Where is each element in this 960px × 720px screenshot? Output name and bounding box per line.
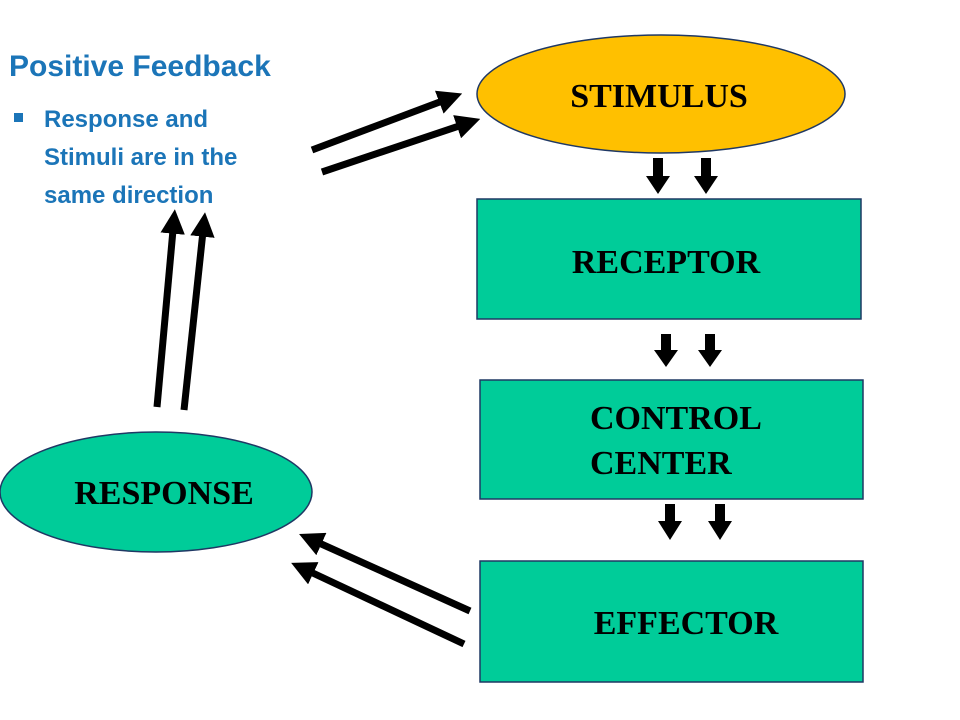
arrow-effector-to-response-1 <box>299 532 472 615</box>
control-center-node: CONTROL CENTER <box>479 379 864 500</box>
down-arrow-icon <box>654 334 678 367</box>
down-arrow-icon <box>708 504 732 540</box>
down-arrow-icon <box>698 334 722 367</box>
stimulus-label: STIMULUS <box>570 78 748 115</box>
bullet-text: Response and Stimuli are in the same dir… <box>44 101 294 215</box>
bullet-square-icon <box>14 113 23 122</box>
bullet-line-1: Response and <box>44 106 209 133</box>
slide-title: Positive Feedback <box>9 50 271 83</box>
effector-node: EFFECTOR <box>479 560 864 683</box>
receptor-node: RECEPTOR <box>476 198 862 320</box>
arrow-response-up-2 <box>180 212 215 411</box>
effector-label: EFFECTOR <box>594 605 779 642</box>
response-node: RESPONSE <box>0 431 313 553</box>
stimulus-node: STIMULUS <box>476 34 846 154</box>
arrow-response-up-1 <box>153 209 185 408</box>
response-label: RESPONSE <box>74 475 254 512</box>
down-arrow-icon <box>646 158 670 194</box>
feedback-arrows <box>153 90 481 648</box>
control-center-label-line2: CENTER <box>590 445 732 482</box>
arrow-to-stimulus-2 <box>320 115 481 176</box>
arrow-effector-to-response-2 <box>291 562 466 648</box>
down-arrow-icon <box>694 158 718 194</box>
arrow-to-stimulus-1 <box>310 90 463 154</box>
bullet-line-2: Stimuli are in the <box>44 144 238 171</box>
control-center-label-line1: CONTROL <box>590 400 762 437</box>
down-arrow-icon <box>658 504 682 540</box>
bullet-line-3: same direction <box>44 182 214 209</box>
receptor-label: RECEPTOR <box>572 244 761 281</box>
down-arrows <box>646 158 732 540</box>
